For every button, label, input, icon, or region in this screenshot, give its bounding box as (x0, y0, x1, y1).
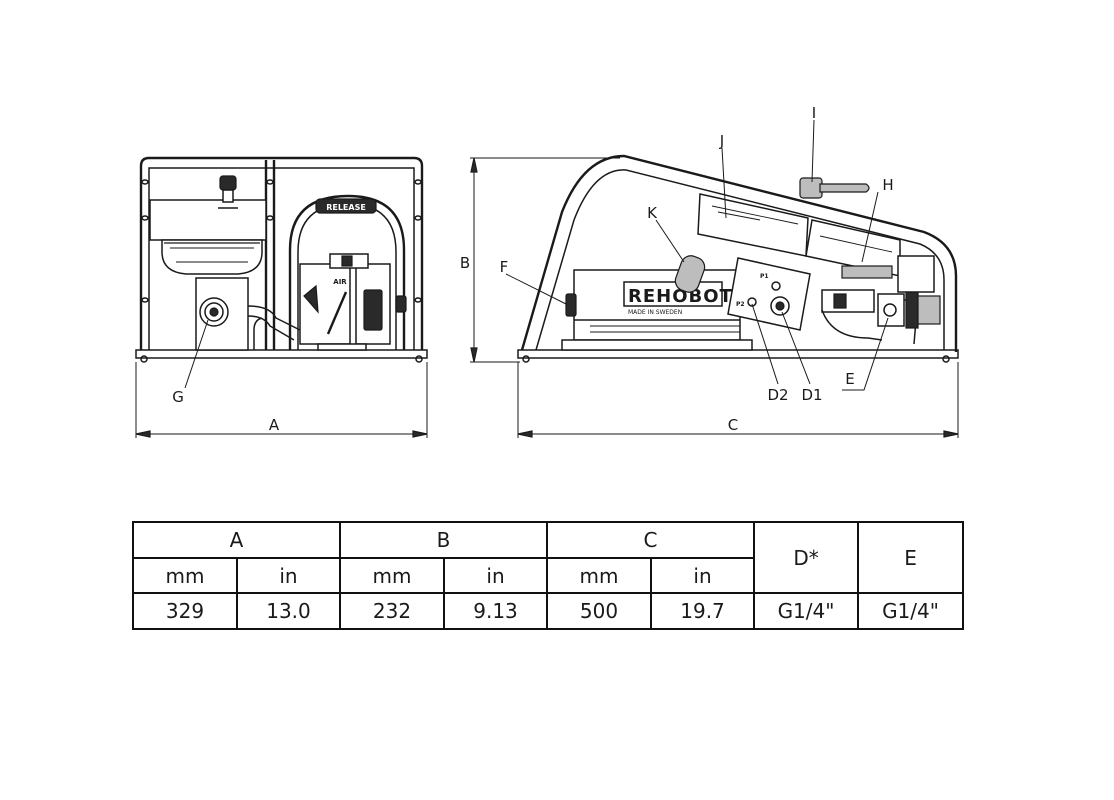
port-D2 (747, 297, 757, 307)
callout-I: I (812, 104, 816, 122)
value-cell: G1/4" (857, 592, 965, 630)
unit-cell: mm (546, 557, 653, 594)
value-cell: 232 (339, 592, 445, 630)
callout-G: G (172, 388, 184, 406)
callout-leaders: F K J I H D2 D1 E (500, 104, 894, 404)
callout-G-group: G (172, 319, 209, 406)
value-cell: G1/4" (753, 592, 860, 630)
made-in-label: MADE IN SWEDEN (628, 309, 682, 316)
port-D1 (770, 296, 790, 316)
header-E: E (857, 521, 965, 594)
header-C: C (546, 521, 756, 559)
value-cell: 13.0 (236, 592, 341, 630)
callout-E: E (845, 370, 854, 388)
valve-I (799, 177, 823, 199)
front-base-plate (135, 349, 428, 359)
unit-cell: in (650, 557, 756, 594)
callout-B: B (460, 254, 470, 272)
callout-H: H (882, 176, 893, 194)
header-A: A (132, 521, 341, 559)
value-cell: 500 (546, 592, 653, 630)
unit-cell: in (442, 557, 549, 594)
value-cell: 19.7 (650, 592, 756, 630)
header-D: D* (753, 521, 860, 594)
unit-cell: mm (339, 557, 445, 594)
port-p2-label: P2 (736, 301, 745, 308)
callout-F: F (500, 258, 509, 276)
callout-C: C (728, 416, 738, 434)
port-p1-label: P1 (760, 273, 769, 280)
front-frame (139, 156, 424, 350)
lever-knob (674, 255, 706, 293)
front-view: RELEASE AIR (135, 156, 428, 363)
air-label: AIR (333, 278, 347, 286)
callout-D1: D1 (801, 386, 822, 404)
callout-J: J (719, 132, 724, 150)
port-E-fitting (877, 293, 905, 327)
fill-plug (565, 293, 577, 317)
front-pump-block (195, 277, 249, 351)
release-handle (288, 194, 406, 350)
value-cell: 9.13 (442, 592, 549, 630)
callout-D2: D2 (767, 386, 788, 404)
front-tank (149, 199, 267, 241)
unit-cell: in (236, 557, 341, 594)
dimension-C: C (517, 362, 959, 438)
side-frame (520, 154, 958, 352)
dimension-A: A (135, 362, 428, 438)
dimensions-table: A B C D* E mm in mm in mm in 329 13.0 23… (132, 521, 965, 630)
callout-A: A (269, 416, 280, 434)
brand-label: REHOBOT (628, 286, 733, 307)
side-view: REHOBOT MADE IN SWEDEN P1 P2 E (517, 154, 959, 363)
callout-K: K (647, 204, 658, 222)
front-bowl (161, 239, 263, 275)
air-panel (299, 263, 351, 345)
manifold-block (727, 257, 811, 331)
housing-J (697, 193, 809, 257)
header-B: B (338, 521, 549, 559)
value-cell: 329 (132, 592, 238, 630)
unit-cell: mm (132, 557, 238, 594)
dimension-B: B (460, 157, 620, 363)
side-base-plate (517, 349, 959, 359)
release-label: RELEASE (326, 203, 366, 212)
